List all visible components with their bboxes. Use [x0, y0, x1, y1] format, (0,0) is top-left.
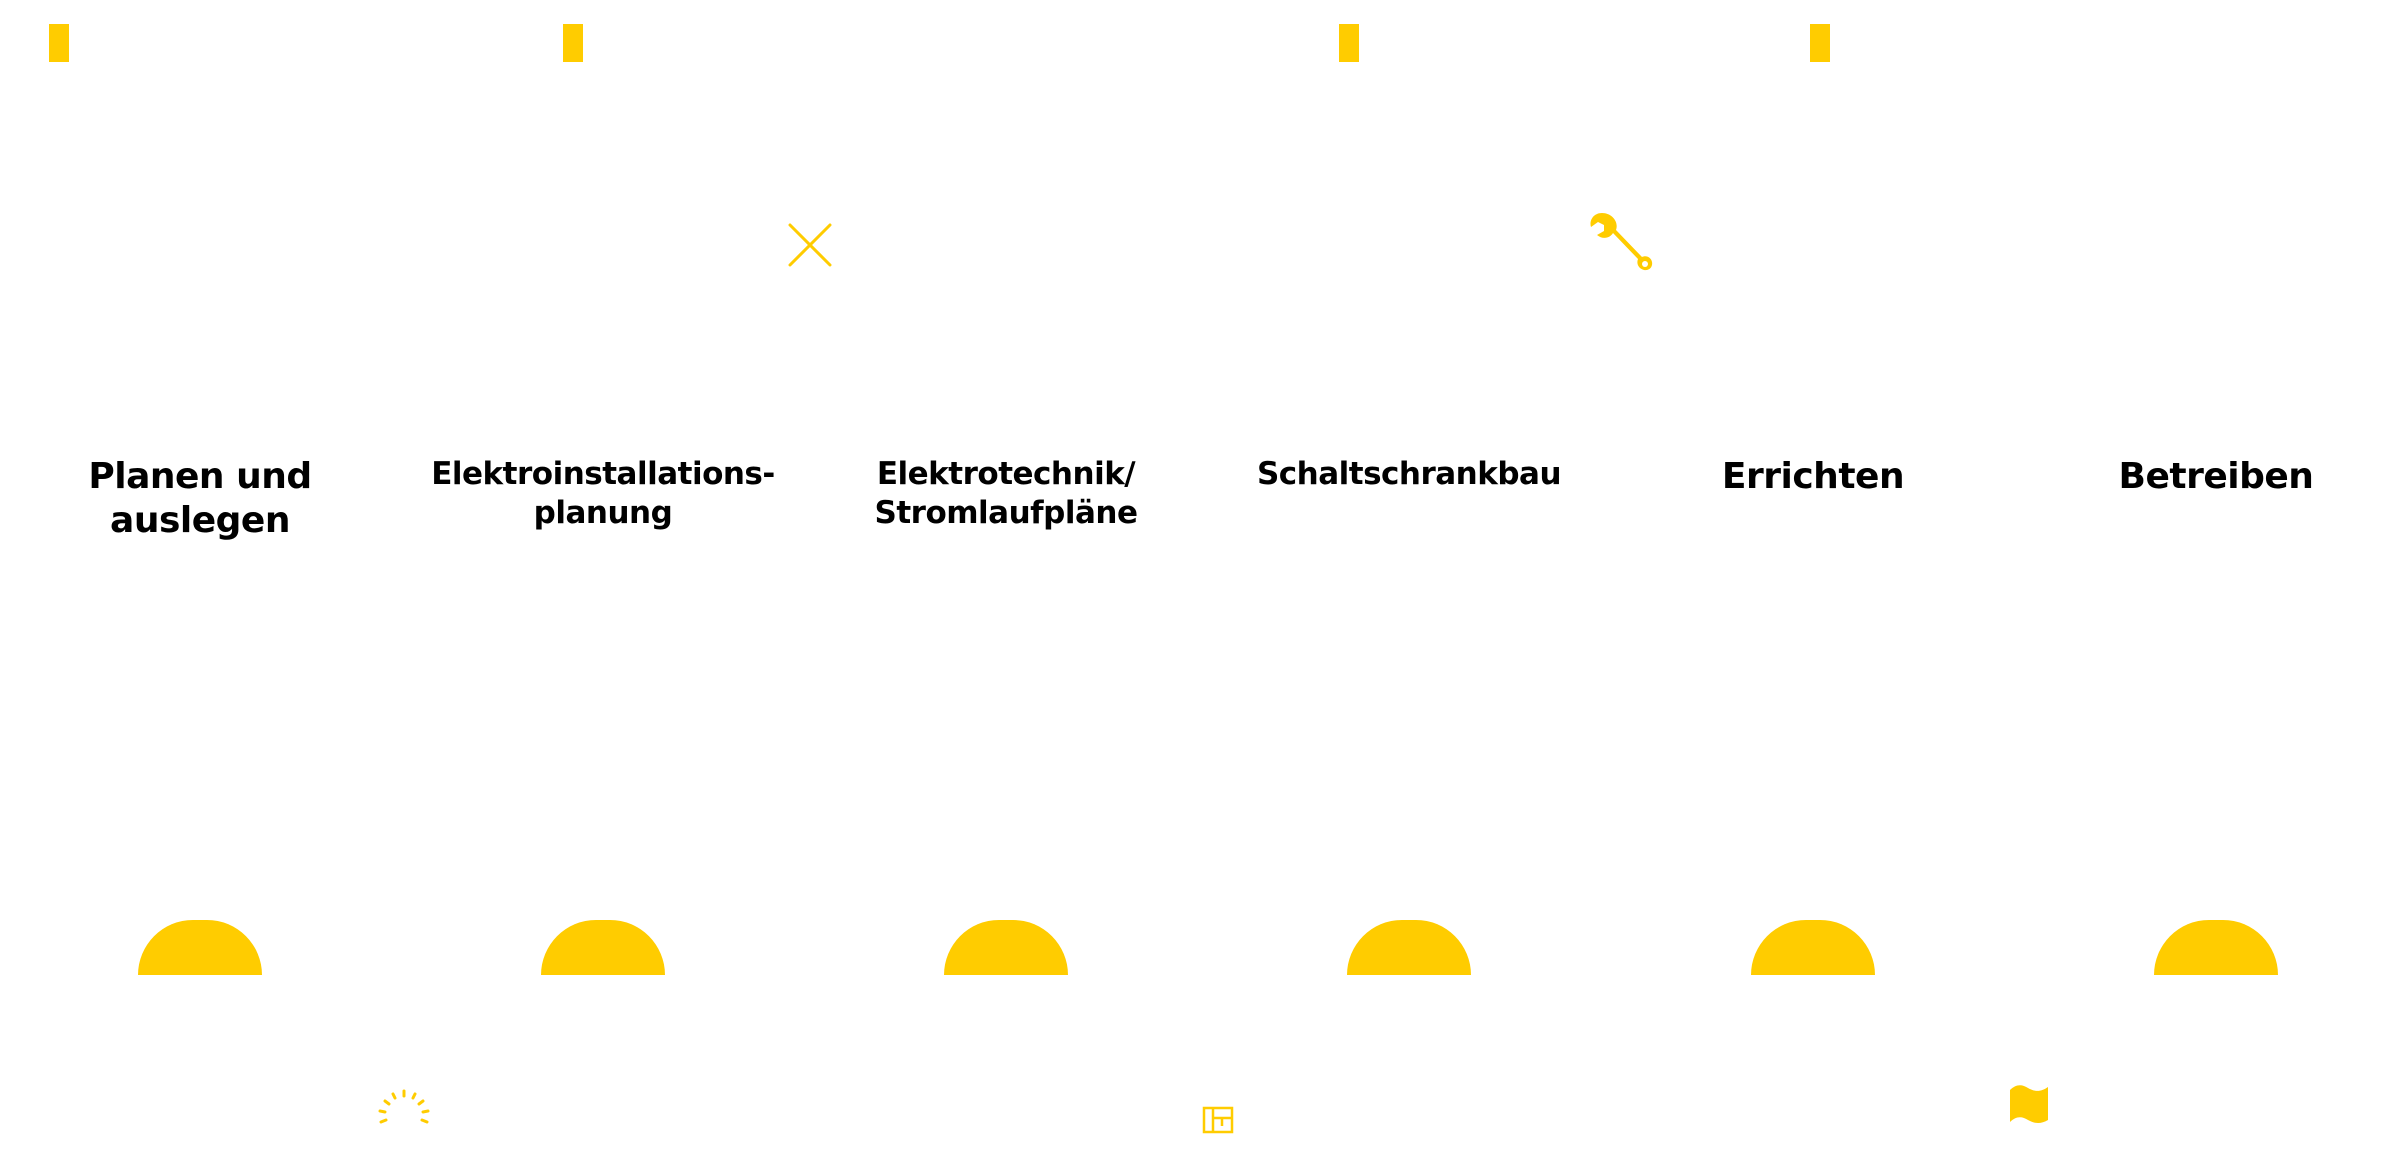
wrench-icon [1590, 213, 1653, 271]
step-toggle-betreiben[interactable] [2154, 920, 2278, 975]
step-title-planen: Planen und auslegen [88, 456, 312, 541]
step-title-schaltschrankbau: Schaltschrankbau [1256, 456, 1562, 492]
step-title-elektroinstallationsplanung: Elektroinstallations- planung [431, 456, 775, 531]
step-toggle-errichten[interactable] [1751, 920, 1875, 975]
step-title-betreiben: Betreiben [2118, 456, 2314, 497]
step-title-errichten: Errichten [1721, 456, 1905, 497]
accent-mark-1 [49, 24, 69, 62]
cross-icon [788, 223, 832, 267]
step-toggle-elektrotechnik[interactable] [944, 920, 1068, 975]
accent-mark-4 [1810, 24, 1830, 62]
flag-icon [2010, 1085, 2048, 1123]
step-toggle-schaltschrankbau[interactable] [1347, 920, 1471, 975]
step-toggle-planen[interactable] [138, 920, 262, 975]
schematic-icon [1202, 1106, 1234, 1134]
accent-mark-2 [563, 24, 583, 62]
dashed-gauge-icon [378, 1089, 430, 1124]
step-toggle-elektroinstallationsplanung[interactable] [541, 920, 665, 975]
step-title-elektrotechnik: Elektrotechnik/ Stromlaufpläne [874, 456, 1138, 531]
accent-mark-3 [1339, 24, 1359, 62]
